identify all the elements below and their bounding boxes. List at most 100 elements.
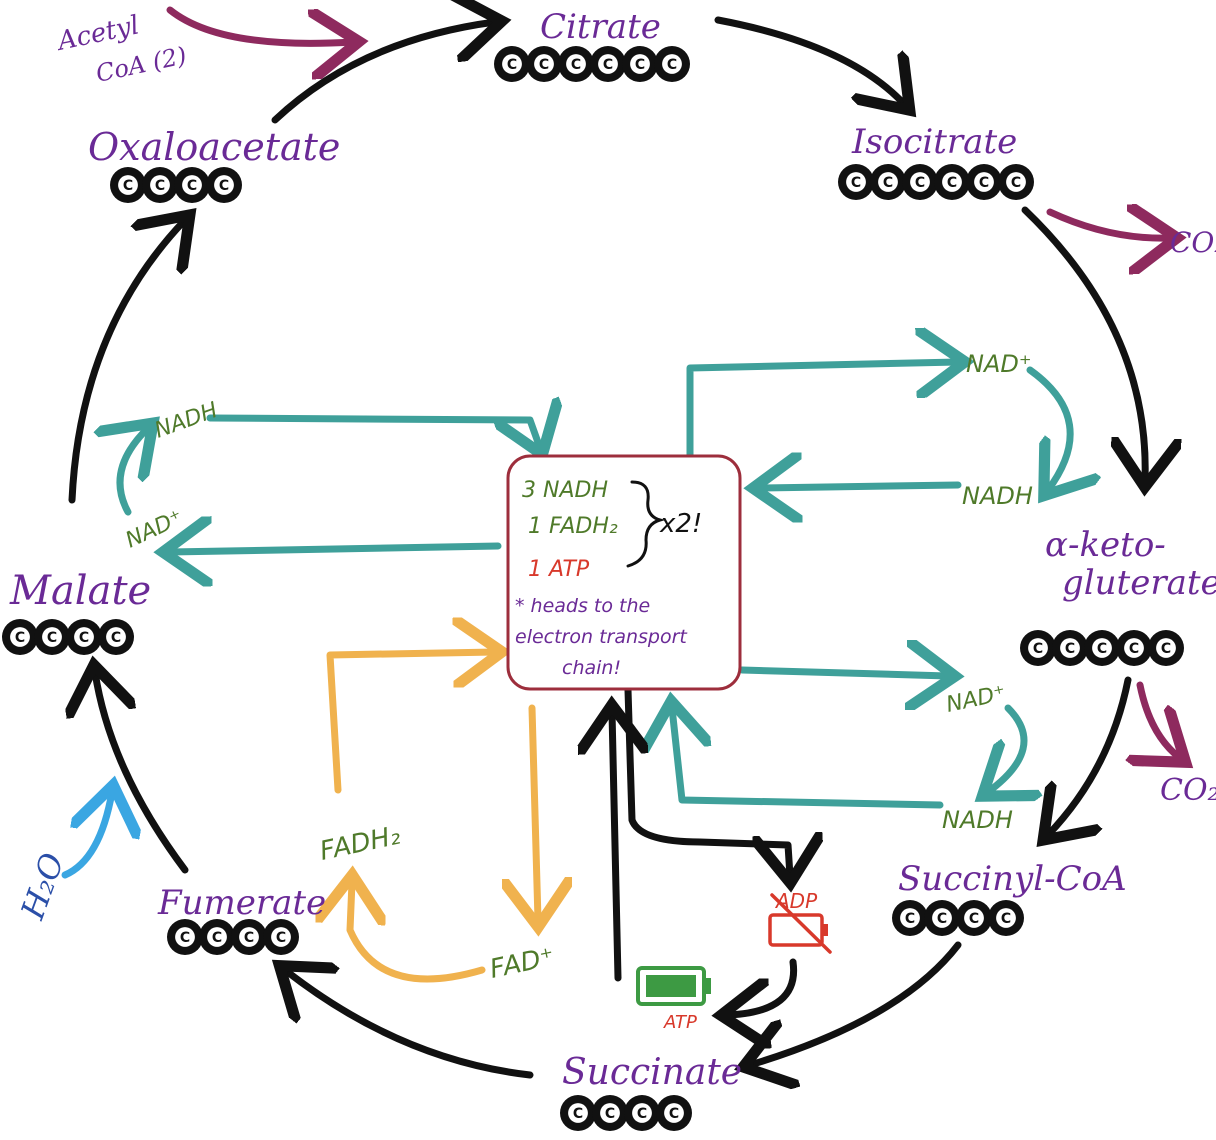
carbon-symbol: C	[1065, 641, 1075, 657]
label-akg-line1: α-keto-	[1045, 525, 1166, 565]
carbon-atom-ring	[942, 172, 962, 192]
carbon-atom-ring	[239, 927, 259, 947]
arrow-box-to-nad-right-bottom	[738, 670, 948, 676]
arrow-succinyl-to-succinate	[750, 941, 962, 1065]
carbon-symbol: C	[947, 175, 957, 191]
carbon-symbol: C	[1097, 641, 1107, 657]
arrow-box-to-adp	[624, 686, 790, 876]
carbon-atom-ring	[900, 908, 920, 928]
carbon-symbol: C	[635, 57, 645, 73]
arrow-co2-out-akg	[1140, 681, 1180, 758]
arrow-nadh-right-bottom-to-box	[672, 708, 944, 809]
carbon-symbol: C	[573, 1106, 583, 1122]
carbon-symbol: C	[667, 57, 677, 73]
carbon-atom-ring	[1060, 638, 1080, 658]
carbon-atom-ring	[42, 627, 62, 647]
label-isocitrate: Isocitrate	[851, 122, 1017, 162]
label-nadh-right-top: NADH	[962, 482, 1033, 510]
carbon-atom-ring	[1092, 638, 1112, 658]
carbon-atom-ring	[662, 54, 682, 74]
label-fumerate: Fumerate	[157, 883, 326, 923]
label-fad: FAD⁺	[487, 942, 557, 985]
carbon-symbol: C	[507, 57, 517, 73]
carbon-atom-ring	[996, 908, 1016, 928]
carbon-symbol: C	[1001, 911, 1011, 927]
summary-fadh2: 1 FADH₂	[528, 514, 618, 539]
label-citrate: Citrate	[540, 7, 661, 47]
carbon-symbol: C	[123, 178, 133, 194]
arrow-succinate-to-fumerate	[285, 970, 534, 1079]
carbon-symbol: C	[47, 630, 57, 646]
arrow-akg-to-succinyl	[1048, 676, 1132, 835]
summary-brace	[626, 480, 666, 568]
carbon-atom-ring	[10, 627, 30, 647]
label-atp: ATP	[663, 1012, 697, 1033]
carbon-atom-ring	[974, 172, 994, 192]
carbon-atom-ring	[271, 927, 291, 947]
label-acetyl-line2: CoA (2)	[93, 41, 189, 87]
carbon-atom-ring	[630, 54, 650, 74]
carbon-atom-ring	[214, 175, 234, 195]
arrow-acetyl-coa-in	[166, 10, 352, 43]
arrow-atp-to-box	[612, 712, 618, 982]
label-adp: ADP	[774, 889, 818, 913]
adp-icon: ADP	[768, 889, 832, 954]
carbon-atom-ring	[207, 927, 227, 947]
carbon-atom-ring	[632, 1103, 652, 1123]
carbon-symbol: C	[937, 911, 947, 927]
arrow-oxaloacetate-to-citrate	[271, 22, 495, 124]
carbon-atom-ring	[1124, 638, 1144, 658]
arrow-isocitrate-to-akg	[1021, 206, 1145, 480]
arrow-box-to-nad-right-top	[686, 362, 958, 459]
carbon-atom-ring	[878, 172, 898, 192]
arrow-fumerate-to-malate	[95, 672, 189, 874]
carbon-atom-ring	[664, 1103, 684, 1123]
carbon-atom-ring	[1156, 638, 1176, 658]
label-nadh-left: NADH	[152, 398, 222, 444]
carbon-atom-ring	[1028, 638, 1048, 658]
carbon-atom-ring	[150, 175, 170, 195]
carbon-symbol: C	[180, 930, 190, 946]
label-oxaloacetate: Oxaloacetate	[88, 125, 340, 169]
label-nad-left: NAD⁺	[122, 505, 187, 553]
arrow-nad-to-nadh-right-bottom	[988, 704, 1024, 792]
carbon-atom-ring	[932, 908, 952, 928]
label-acetyl-line1: Acetyl	[53, 10, 142, 57]
carbon-atom-ring	[502, 54, 522, 74]
carbon-atom-ring	[118, 175, 138, 195]
label-akg-line2: gluterate	[1062, 563, 1216, 603]
label-succinate: Succinate	[562, 1052, 742, 1093]
carbon-symbol: C	[905, 911, 915, 927]
arrow-malate-to-oxaloacetate	[68, 220, 185, 504]
arrow-fadh2-to-box	[326, 652, 495, 794]
carbon-symbol: C	[187, 178, 197, 194]
atp-icon: ATP	[636, 966, 711, 1033]
carbon-symbol: C	[979, 175, 989, 191]
arrow-box-to-nad-left	[170, 546, 502, 552]
carbon-symbol: C	[669, 1106, 679, 1122]
carbon-symbol: C	[1129, 641, 1139, 657]
carbon-atom-ring	[598, 54, 618, 74]
summary-box: 3 NADH 1 FADH₂ x2! 1 ATP * heads to the …	[506, 454, 742, 691]
carbon-atom-ring	[1006, 172, 1026, 192]
carbon-atom-ring	[566, 54, 586, 74]
carbon-symbol: C	[969, 911, 979, 927]
summary-note-line2: electron transport	[515, 626, 688, 648]
arrow-box-to-fad	[532, 704, 538, 920]
label-succinyl-coa: Succinyl-CoA	[898, 859, 1127, 899]
summary-atp: 1 ATP	[528, 557, 590, 582]
arrow-nad-to-nadh-left	[120, 428, 148, 516]
carbon-symbol: C	[1161, 641, 1171, 657]
carbon-atom-ring	[964, 908, 984, 928]
label-nadh-right-bottom: NADH	[942, 806, 1013, 834]
summary-note-line3: chain!	[562, 657, 621, 679]
carbon-symbol: C	[539, 57, 549, 73]
carbon-atom-ring	[910, 172, 930, 192]
carbon-symbol: C	[244, 930, 254, 946]
carbon-symbol: C	[155, 178, 165, 194]
